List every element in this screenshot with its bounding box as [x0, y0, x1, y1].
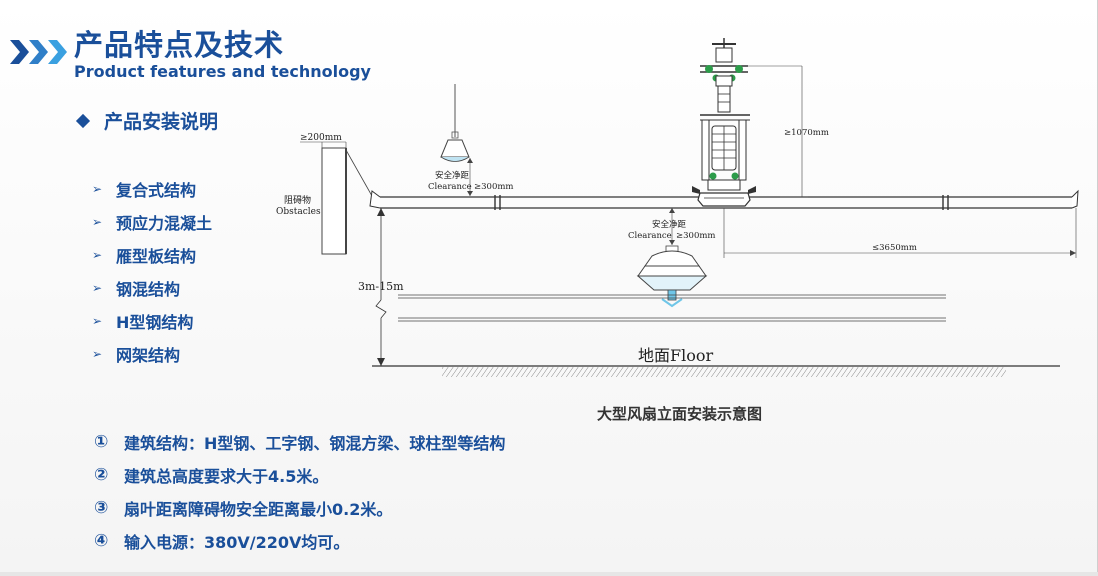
- requirement-text: 建筑结构：H型钢、工字钢、钢混方梁、球柱型等结构: [124, 433, 506, 453]
- structure-label: 钢混结构: [116, 279, 181, 299]
- requirement-number: ④: [94, 530, 109, 551]
- requirements-list: ① 建筑结构：H型钢、工字钢、钢混方梁、球柱型等结构 ② 建筑总高度要求大于4.5米…: [94, 425, 505, 557]
- arrow-bullet-icon: ➢: [92, 181, 103, 196]
- section-heading: 产品安装说明: [75, 107, 219, 134]
- requirement-text: 输入电源：380V/220V均可。: [124, 532, 350, 552]
- list-item: ➢ 钢混结构: [92, 271, 212, 304]
- lamp-clearance-cn: 安全净距: [435, 170, 470, 181]
- list-item: ① 建筑结构：H型钢、工字钢、钢混方梁、球柱型等结构: [94, 425, 505, 458]
- hanging-lamp-icon: [440, 84, 470, 162]
- light-clearance-dimension: 安全净距 Clearance ≥300mm: [628, 208, 715, 245]
- blade-radius-dimension: ≤3650mm: [723, 208, 1077, 258]
- list-item: ③ 扇叶距离障碍物安全距离最小0.2米。: [94, 491, 505, 524]
- structure-label: H型钢结构: [116, 312, 194, 332]
- bottom-band: [0, 572, 1098, 576]
- list-item: ➢ 预应力混凝土: [92, 205, 212, 238]
- mount-height-dimension: ≥1070mm: [748, 65, 829, 198]
- list-item: ➢ 雁型板结构: [92, 238, 212, 271]
- blade-radius-label: ≤3650mm: [872, 243, 917, 253]
- obstacle-width-label: ≥200mm: [300, 133, 342, 143]
- list-item: ④ 输入电源：380V/220V均可。: [94, 524, 505, 557]
- page-title: 产品特点及技术: [74, 28, 285, 62]
- arrow-bullet-icon: ➢: [92, 346, 103, 361]
- page-subtitle: Product features and technology: [74, 62, 371, 81]
- structure-label: 网架结构: [116, 345, 181, 365]
- requirement-number: ②: [94, 464, 109, 485]
- diagram-caption: 大型风扇立面安装示意图: [597, 405, 763, 423]
- structure-list: ➢ 复合式结构 ➢ 预应力混凝土 ➢ 雁型板结构 ➢ 钢混结构 ➢ H型钢结构 ➢ 网架结构: [92, 172, 212, 370]
- arrow-bullet-icon: ➢: [92, 247, 103, 262]
- fan-motor-icon: [692, 38, 756, 207]
- highbay-light-icon: [636, 245, 708, 308]
- arrow-bullet-icon: ➢: [92, 214, 103, 229]
- list-item: ➢ 复合式结构: [92, 172, 212, 205]
- list-item: ② 建筑总高度要求大于4.5米。: [94, 458, 505, 491]
- chevron-arrows-icon: [10, 40, 67, 64]
- floor-lines: [372, 294, 1060, 377]
- requirement-text: 建筑总高度要求大于4.5米。: [124, 466, 329, 486]
- list-item: ➢ 网架结构: [92, 337, 212, 370]
- requirement-number: ①: [94, 431, 109, 452]
- install-height-dimension: 3m-15m: [358, 208, 404, 366]
- obstacle-width-dimension: ≥200mm: [300, 133, 347, 148]
- arrow-bullet-icon: ➢: [92, 280, 103, 295]
- lamp-clearance-dimension: 安全净距 Clearance ≥300mm: [428, 158, 513, 196]
- obstacle-label-cn: 阻碍物: [284, 194, 311, 206]
- obstacle-label-en: Obstacles: [276, 207, 321, 217]
- arrow-bullet-icon: ➢: [92, 313, 103, 328]
- floor-label: 地面Floor: [638, 346, 713, 365]
- light-clearance-en: Clearance: [628, 231, 672, 241]
- mount-height-label: ≥1070mm: [784, 128, 829, 138]
- requirement-number: ③: [94, 497, 109, 518]
- section-title: 产品安装说明: [104, 111, 219, 133]
- list-item: ➢ H型钢结构: [92, 304, 212, 337]
- install-height-label: 3m-15m: [358, 280, 404, 293]
- light-clearance-cn: 安全净距: [652, 219, 687, 230]
- lamp-clearance-en: Clearance: [428, 182, 472, 192]
- requirement-text: 扇叶距离障碍物安全距离最小0.2米。: [124, 499, 393, 519]
- structure-label: 预应力混凝土: [116, 213, 213, 233]
- lamp-clearance-value: ≥300mm: [474, 182, 513, 192]
- structure-label: 复合式结构: [116, 180, 197, 200]
- obstacle-block: [321, 147, 373, 255]
- structure-label: 雁型板结构: [116, 246, 197, 266]
- light-clearance-value: ≥300mm: [676, 231, 715, 241]
